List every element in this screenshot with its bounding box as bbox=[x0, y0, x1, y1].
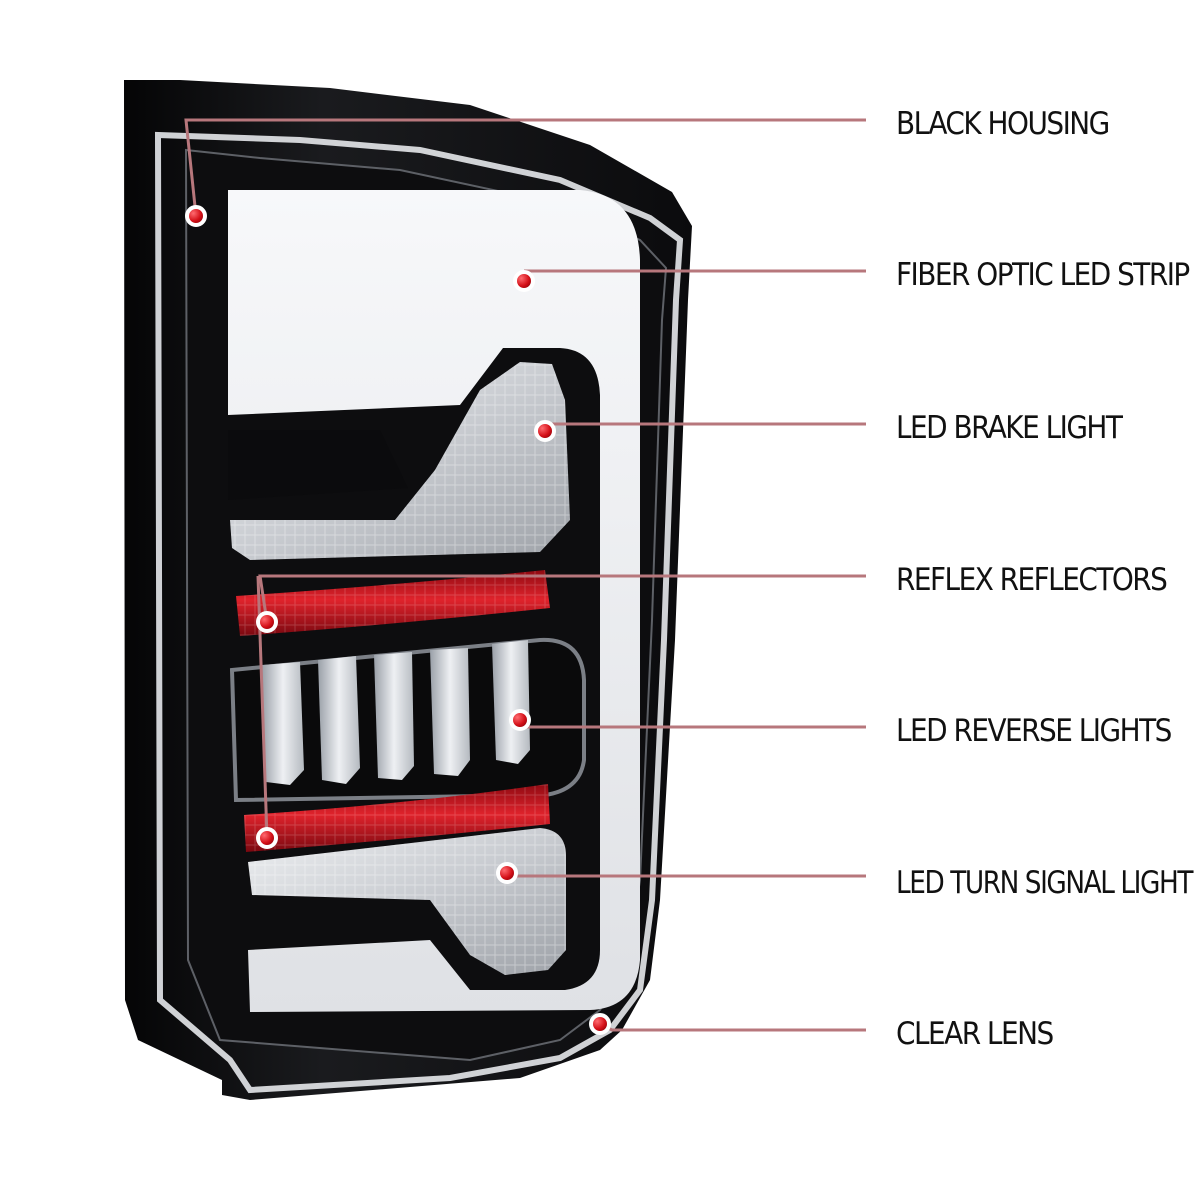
label-led-reverse-lights: LED REVERSE LIGHTS bbox=[896, 713, 1172, 749]
dot-led-brake-light bbox=[534, 420, 556, 442]
upper-reflector-texture bbox=[236, 570, 550, 636]
label-led-brake-light: LED BRAKE LIGHT bbox=[896, 410, 1124, 446]
clear-lens-rim bbox=[154, 131, 684, 1094]
label-led-turn-signal-light: LED TURN SIGNAL LIGHT bbox=[896, 865, 1194, 901]
reverse-led-module-3 bbox=[374, 652, 414, 780]
reverse-led-modules bbox=[262, 640, 530, 785]
label-reflex-reflectors: REFLEX REFLECTORS bbox=[896, 562, 1167, 598]
fiber-optic-light-bar bbox=[228, 190, 640, 1012]
reverse-led-module-5 bbox=[492, 640, 530, 764]
label-clear-lens: CLEAR LENS bbox=[896, 1016, 1053, 1052]
dot-led-reverse-lights bbox=[509, 709, 531, 731]
dot-reflex-reflectors-lower bbox=[256, 827, 278, 849]
lower-reflector-texture bbox=[244, 784, 550, 852]
leader-clear-lens bbox=[599, 1022, 866, 1032]
label-fiber-optic-led-strip: FIBER OPTIC LED STRIP bbox=[896, 257, 1189, 293]
dot-led-turn-signal-light bbox=[496, 862, 518, 884]
label-black-housing: BLACK HOUSING bbox=[896, 106, 1109, 142]
reverse-led-module-4 bbox=[430, 648, 470, 776]
dot-fiber-optic-led-strip bbox=[513, 270, 535, 292]
leader-reflex-reflectors bbox=[258, 574, 866, 623]
turn-signal-prism-texture bbox=[248, 828, 566, 975]
leader-black-housing bbox=[184, 118, 866, 217]
dot-black-housing bbox=[185, 205, 207, 227]
dot-reflex-reflectors-upper bbox=[256, 611, 278, 633]
brake-light-housing-gap bbox=[228, 430, 408, 500]
callout-labels: BLACK HOUSING FIBER OPTIC LED STRIP LED … bbox=[896, 106, 1196, 1052]
reverse-led-module-2 bbox=[318, 656, 360, 784]
dot-clear-lens bbox=[589, 1013, 611, 1035]
tail-light-product bbox=[124, 80, 692, 1100]
brake-light-prism-texture bbox=[230, 362, 570, 560]
reverse-led-module-1 bbox=[262, 662, 304, 785]
callout-dots bbox=[185, 205, 611, 1035]
